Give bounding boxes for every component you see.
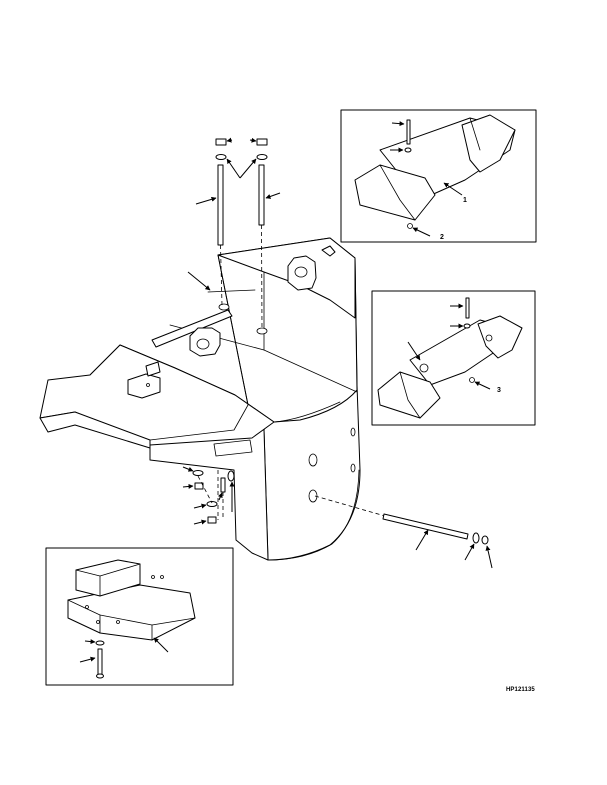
side-tie-rod [314,495,493,569]
callout-mark: 3 [497,387,501,394]
nut-left [215,138,227,146]
washer-left [215,154,227,160]
callout-mark: 1 [463,197,467,204]
inset-detail-1: 1 2 [340,109,537,243]
tie-rod-right [258,164,265,226]
nut-right [256,138,268,146]
figure-id-label: HP121135 [506,687,535,693]
tie-rod-left [217,164,224,246]
main-housing [39,237,361,561]
tie-rods-upper [187,137,281,331]
callout-mark: 2 [440,234,444,241]
inset-detail-3 [45,547,234,686]
inset-detail-2: 3 [371,290,536,426]
washer-right [256,154,268,160]
lower-fasteners [182,466,235,525]
